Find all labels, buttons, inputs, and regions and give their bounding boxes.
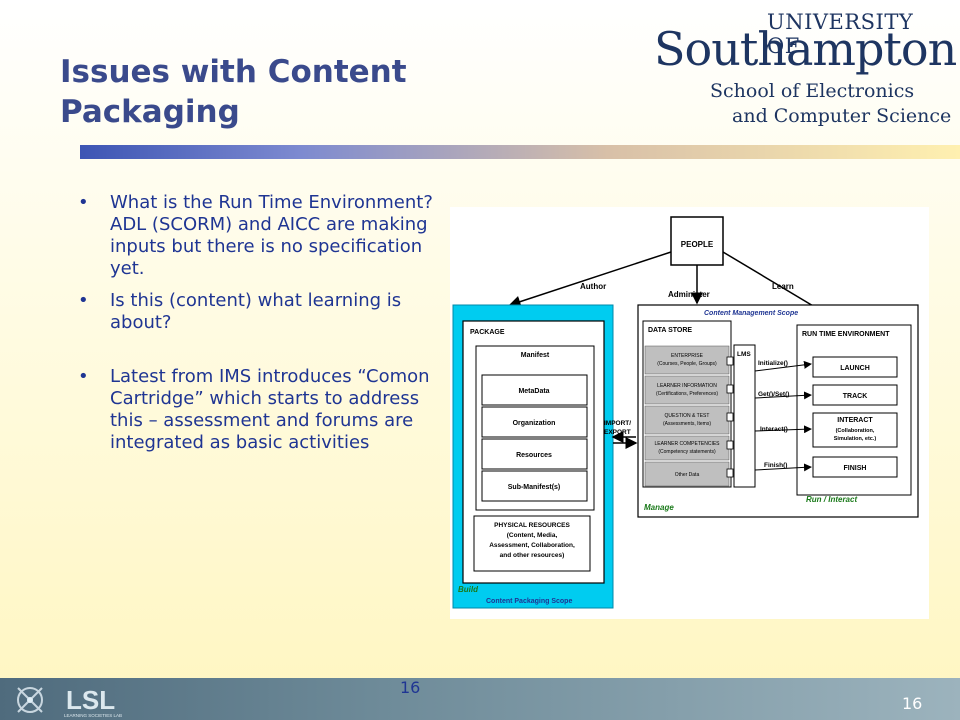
submanifest-box [481, 470, 588, 502]
competencies-item [644, 435, 730, 461]
logo-line-2: Southampton [654, 22, 957, 76]
enterprise-sub: (Courses, People, Groups) [657, 361, 717, 367]
lsl-logo-text: LSL [66, 685, 115, 715]
bullet-dot-icon: • [78, 290, 89, 311]
finish-fn-label: Finish() [764, 462, 787, 469]
manifest-label: Manifest [521, 352, 550, 359]
metadata-box [481, 374, 588, 406]
physical-resources-label: PHYSICAL RESOURCES [494, 522, 570, 529]
lsl-logo-subtext: LEARNING SOCIETIES LAB [64, 713, 122, 718]
run-interact-label: Run / Interact [806, 495, 857, 504]
administer-label: Administer [668, 290, 710, 299]
page-number-center: 16 [400, 678, 421, 697]
cms-scope-label: Content Management Scope [704, 310, 798, 317]
diagram-svg: PEOPLE Author Administer Learn PACKAGE M… [452, 216, 919, 609]
finish-box [812, 456, 898, 478]
university-logo: UNIVERSITY OF Southampton School of Elec… [652, 8, 957, 133]
bullet-dot-icon: • [78, 192, 89, 213]
bullet-text: Is this (content) what learning is about… [110, 290, 402, 333]
connector [726, 384, 734, 394]
learner-info-sub: (Certifications, Preferences) [656, 391, 718, 397]
initialize-label: Initialize() [758, 360, 788, 367]
connector [726, 412, 734, 422]
organization-label: Organization [513, 420, 556, 427]
organization-box [481, 406, 588, 438]
lms-label: LMS [737, 351, 751, 358]
data-store-label: DATA STORE [648, 327, 692, 334]
learner-info-item [644, 375, 730, 405]
enterprise-label: ENTERPRISE [671, 353, 704, 359]
question-test-item [644, 405, 730, 435]
manage-label: Manage [644, 503, 674, 512]
interact-sub-2: Simulation, etc.) [834, 436, 877, 442]
scorm-architecture-diagram: PEOPLE Author Administer Learn PACKAGE M… [450, 207, 929, 619]
bullet-text: What is the Run Time Environment? ADL (S… [110, 192, 433, 279]
physical-resources-line: (Content, Media, [507, 532, 558, 539]
bullet-text: Latest from IMS introduces “Comon Cartri… [110, 366, 430, 453]
competencies-label: LEARNER COMPETENCIES [654, 441, 720, 447]
getset-label: Get()/Set() [758, 391, 789, 398]
data-store-items: ENTERPRISE (Courses, People, Groups) LEA… [644, 345, 730, 487]
question-test-sub: (Assessments, Items) [663, 421, 711, 427]
resources-label: Resources [516, 452, 552, 459]
logo-line-3: School of Electronics [710, 80, 915, 102]
page-number-right: 16 [902, 694, 923, 713]
build-label: Build [458, 585, 479, 594]
lsl-logo: LSL LEARNING SOCIETIES LAB [17, 685, 122, 718]
getset-arrow [754, 391, 812, 400]
bullet-item: • What is the Run Time Environment? ADL (… [70, 192, 450, 280]
metadata-label: MetaData [518, 388, 549, 395]
bullet-list: • What is the Run Time Environment? ADL (… [70, 192, 450, 464]
question-test-label: QUESTION & TEST [665, 413, 710, 419]
rte-label: RUN TIME ENVIRONMENT [802, 331, 890, 338]
bullet-item: • Latest from IMS introduces “Comon Cartr… [70, 366, 450, 454]
footer-bar: LSL LEARNING SOCIETIES LAB 16 16 [0, 678, 960, 720]
interact-box [812, 412, 898, 448]
learn-label: Learn [772, 282, 794, 291]
content-packaging-scope-label: Content Packaging Scope [486, 598, 572, 605]
other-data-item [644, 461, 730, 487]
finish-arrow [754, 463, 812, 472]
resources-box [481, 438, 588, 470]
title-divider [80, 145, 960, 159]
finish-label: FINISH [844, 465, 867, 472]
bullet-item: • Is this (content) what learning is abou… [70, 290, 450, 334]
physical-resources-box [473, 515, 591, 572]
connector [726, 440, 734, 450]
lsl-emblem-icon [17, 687, 43, 713]
interact-label: INTERACT [837, 417, 873, 424]
submanifest-label: Sub-Manifest(s) [508, 484, 561, 491]
other-data-label: Other Data [675, 472, 700, 478]
import-label: IMPORT/ [604, 420, 631, 427]
launch-box [812, 356, 898, 378]
interact-arrow [754, 425, 812, 434]
physical-resources-line: and other resources) [500, 552, 565, 559]
launch-label: LAUNCH [840, 365, 870, 372]
initialize-arrow [754, 360, 812, 372]
export-label: EXPORT [604, 429, 631, 436]
author-label: Author [580, 282, 606, 291]
interact-sub-1: (Collaboration, [836, 428, 875, 434]
author-arrow [508, 251, 672, 308]
physical-resources-line: Assessment, Collaboration, [489, 542, 575, 549]
logo-line-4: and Computer Science [732, 105, 952, 127]
track-label: TRACK [843, 393, 868, 400]
track-box [812, 384, 898, 406]
bullet-dot-icon: • [78, 366, 89, 387]
interact-fn-label: Interact() [760, 426, 788, 433]
learner-info-label: LEARNER INFORMATION [657, 383, 717, 389]
connector [726, 356, 734, 366]
package-label: PACKAGE [470, 329, 505, 336]
people-label: PEOPLE [681, 240, 714, 249]
competencies-sub: (Competency statements) [658, 449, 716, 455]
connector [726, 468, 734, 478]
logo-line-1: UNIVERSITY OF [767, 10, 914, 58]
lms-box [733, 344, 756, 488]
enterprise-item [644, 345, 730, 375]
slide-title: Issues with Content Packaging [60, 54, 407, 130]
